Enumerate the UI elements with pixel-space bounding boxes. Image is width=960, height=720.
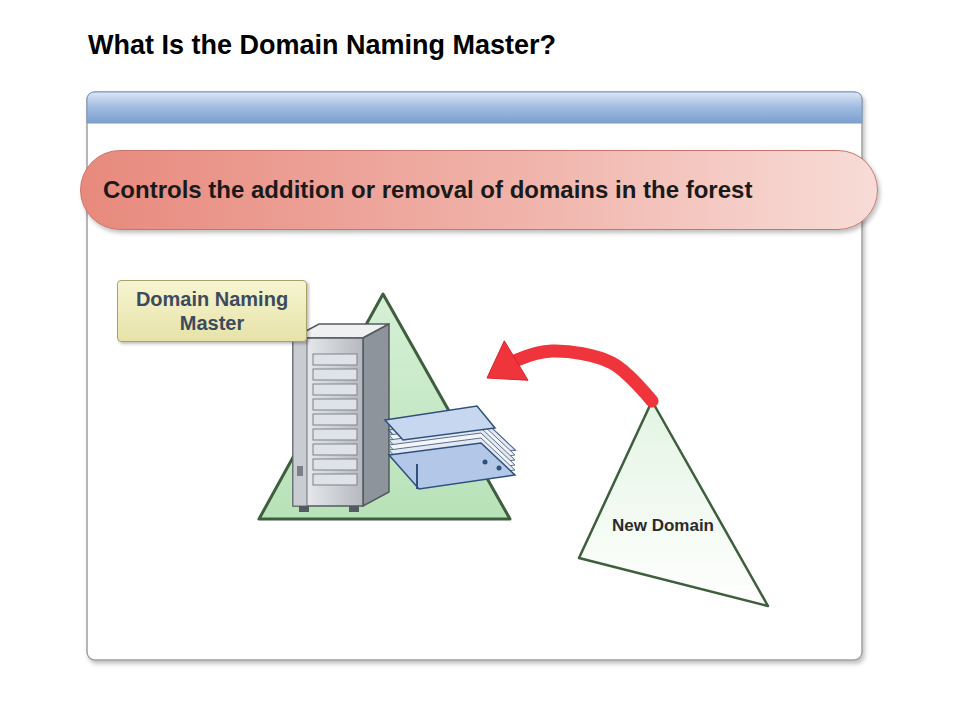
- domain-label: New Domain: [612, 516, 714, 536]
- arrow-shaft: [513, 351, 652, 401]
- directory-binder: [385, 406, 515, 489]
- arrow-head: [487, 341, 528, 380]
- statement-banner: Controls the addition or removal of doma…: [80, 150, 878, 230]
- new-domain-triangle: New Domain: [575, 398, 775, 610]
- new-domain-outline: [575, 398, 775, 610]
- slide-title: What Is the Domain Naming Master?: [88, 30, 556, 61]
- server-tower: [293, 324, 389, 512]
- banner-text: Controls the addition or removal of doma…: [103, 176, 752, 204]
- forest-root-domain: Domain Naming Master: [117, 280, 487, 525]
- role-label: Domain Naming Master: [117, 280, 307, 342]
- content-panel: [87, 92, 862, 660]
- panel-band: [87, 92, 862, 123]
- flow-arrow: [487, 341, 652, 401]
